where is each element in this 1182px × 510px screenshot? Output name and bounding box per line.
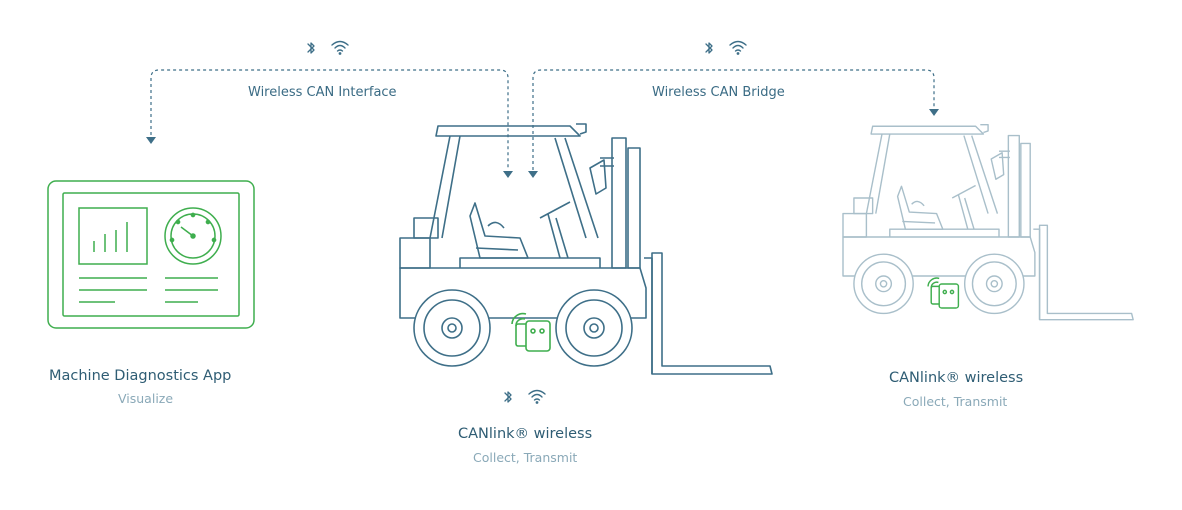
device-main-subtitle: Collect, Transmit	[473, 450, 578, 465]
device-remote-subtitle: Collect, Transmit	[903, 394, 1008, 409]
forklift-icon	[399, 123, 773, 375]
arrowhead-remote	[929, 109, 939, 116]
link-right	[532, 69, 935, 170]
app-title: Machine Diagnostics App	[49, 368, 232, 384]
wifi-icon	[729, 40, 747, 56]
forklift-icon	[842, 123, 1134, 321]
app-subtitle: Visualize	[118, 391, 174, 406]
canlink-device-icon	[927, 277, 960, 309]
bluetooth-icon	[705, 42, 713, 54]
canlink-device-icon	[511, 312, 551, 352]
arrowhead-main-right	[528, 171, 538, 178]
bluetooth-icon	[307, 42, 315, 54]
wifi-icon	[331, 40, 349, 56]
arrowhead-app	[146, 137, 156, 144]
link-left	[150, 69, 509, 170]
device-remote-title: CANlink® wireless	[889, 370, 1024, 386]
wifi-icon	[528, 389, 546, 405]
tablet-icon	[47, 180, 255, 329]
link-label-right: Wireless CAN Bridge	[652, 85, 785, 100]
link-label-left: Wireless CAN Interface	[248, 85, 397, 100]
arrowhead-main-left	[503, 171, 513, 178]
bluetooth-icon	[504, 391, 512, 403]
device-main-title: CANlink® wireless	[458, 426, 593, 442]
